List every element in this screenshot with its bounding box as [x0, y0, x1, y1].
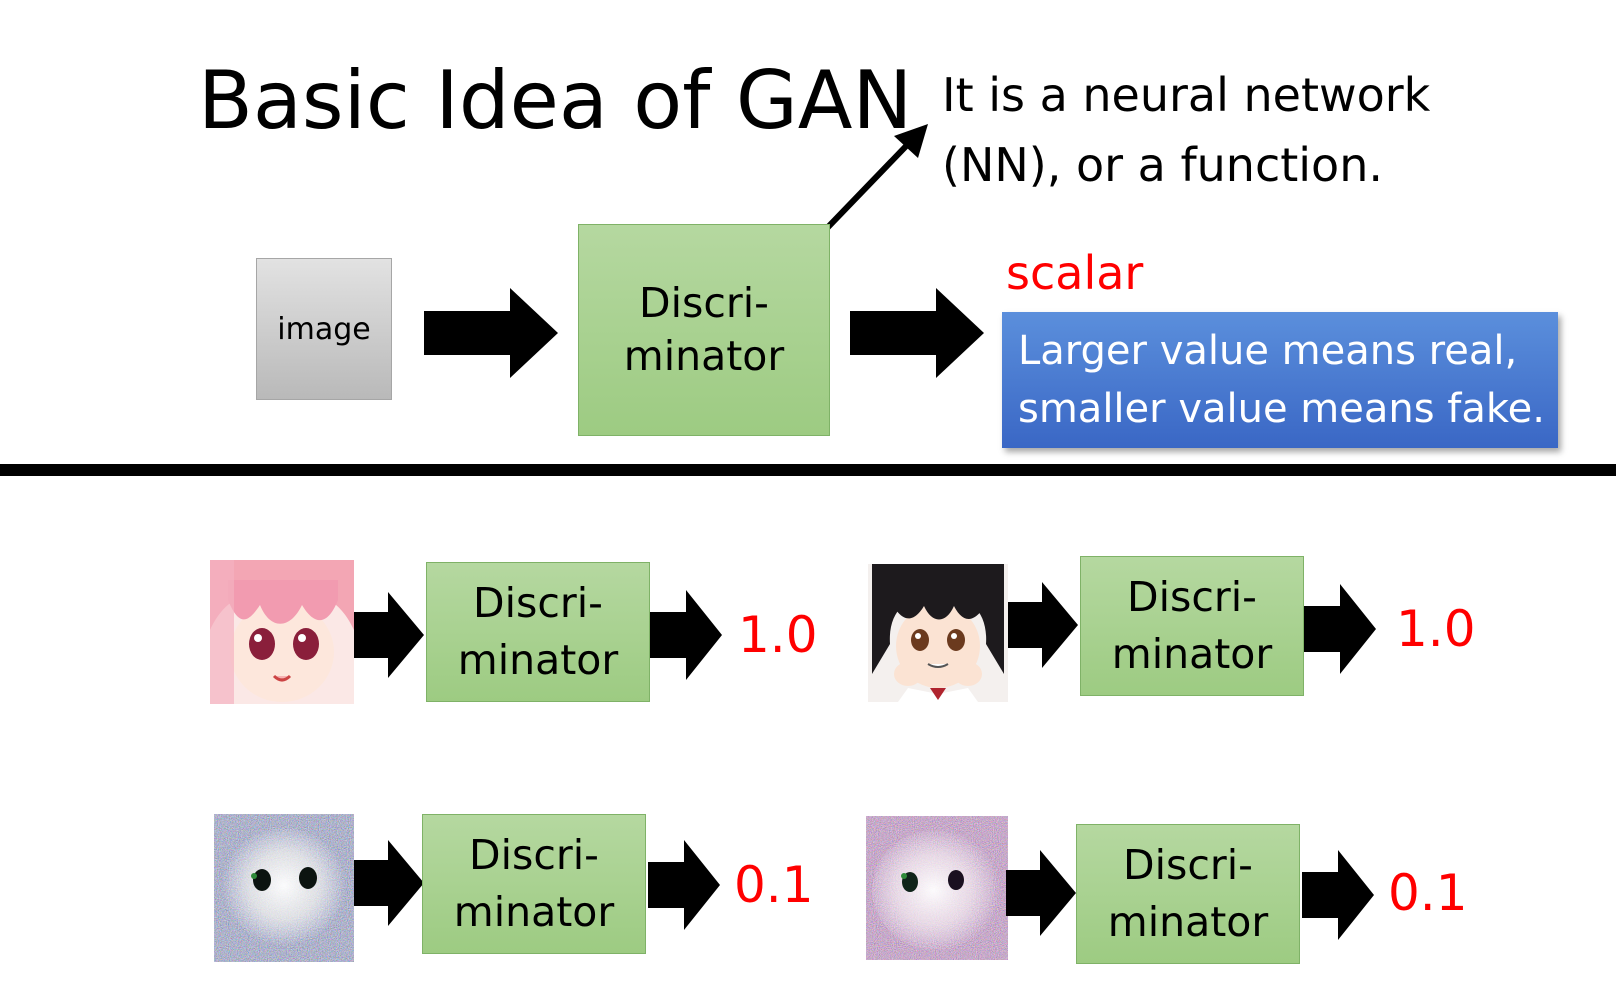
right-arrow-icon — [1008, 582, 1078, 668]
discriminator-label-1: Discri- — [639, 278, 769, 327]
discriminator-label-1: Discri- — [1123, 840, 1253, 889]
anime-face-pink-hair-icon — [210, 560, 354, 704]
slide-title: Basic Idea of GAN — [198, 54, 913, 147]
discriminator-box: Discri- minator — [1076, 824, 1300, 964]
discriminator-label-1: Discri- — [473, 578, 603, 627]
annotation-text: It is a neural network (NN), or a functi… — [942, 60, 1430, 200]
right-arrow-icon — [648, 840, 720, 930]
discriminator-box: Discri- minator — [426, 562, 650, 702]
right-arrow-icon — [424, 288, 558, 378]
right-arrow-icon — [650, 590, 722, 680]
discriminator-label-2: minator — [457, 636, 619, 684]
discriminator-score: 0.1 — [734, 856, 814, 914]
discriminator-score: 0.1 — [1388, 864, 1468, 922]
discriminator-box: Discri- minator — [1080, 556, 1304, 696]
discriminator-score: 1.0 — [738, 606, 818, 664]
right-arrow-icon — [354, 592, 424, 678]
output-description-line-2: smaller value means fake. — [1018, 386, 1545, 432]
right-arrow-icon — [1302, 850, 1374, 940]
discriminator-label-1: Discri- — [469, 830, 599, 879]
discriminator-box: Discri- minator — [578, 224, 830, 436]
right-arrow-icon — [1006, 850, 1076, 936]
discriminator-label-2: minator — [1111, 630, 1273, 678]
noisy-generated-face-icon — [214, 814, 354, 962]
output-description-line-1: Larger value means real, — [1018, 328, 1518, 374]
discriminator-label-2: minator — [623, 332, 785, 380]
scalar-label: scalar — [1006, 246, 1144, 300]
right-arrow-icon — [354, 840, 424, 926]
noisy-generated-face-icon — [866, 816, 1008, 960]
discriminator-label-2: minator — [453, 888, 615, 936]
discriminator-box: Discri- minator — [422, 814, 646, 954]
annotation-line-1: It is a neural network — [942, 68, 1431, 122]
discriminator-label-2: minator — [1107, 898, 1269, 946]
annotation-line-2: (NN), or a function. — [942, 138, 1383, 192]
discriminator-score: 1.0 — [1396, 600, 1476, 658]
section-divider — [0, 464, 1616, 476]
right-arrow-icon — [1304, 584, 1376, 674]
right-arrow-icon — [850, 288, 984, 378]
output-description-box: Larger value means real, smaller value m… — [1002, 312, 1558, 448]
discriminator-label-1: Discri- — [1127, 572, 1257, 621]
image-input-box: image — [256, 258, 392, 400]
anime-face-dark-hair-icon — [868, 564, 1008, 702]
